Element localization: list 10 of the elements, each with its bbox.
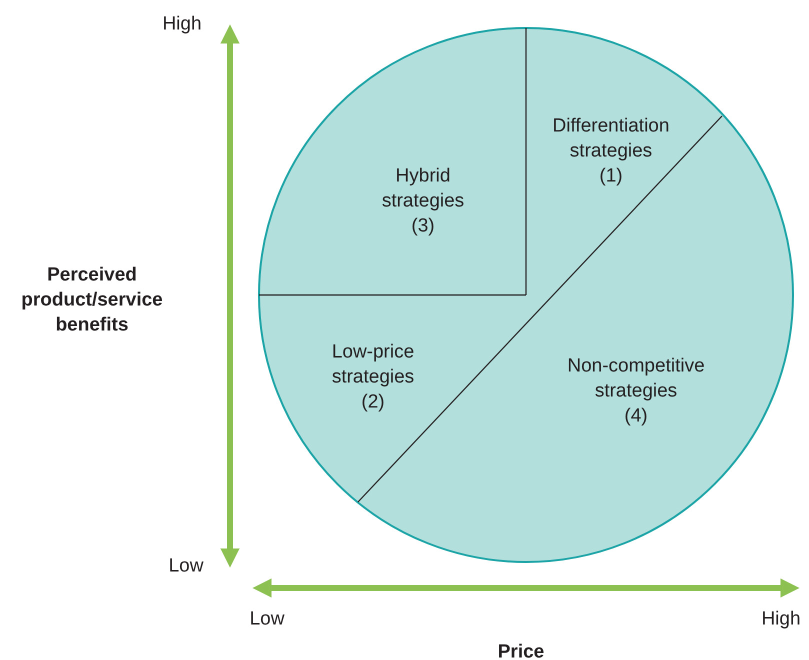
sector-label: Hybrid strategies (3)	[382, 164, 464, 238]
sector-label: Low-price strategies (2)	[332, 340, 414, 414]
axis-title: Perceived product/service benefits	[21, 264, 163, 338]
axis-end-label: Low	[168, 554, 204, 578]
sector-label: Differentiation strategies (1)	[552, 114, 670, 188]
axis-title: Price	[498, 640, 544, 660]
axis-end-label: High	[162, 12, 202, 36]
axis-end-label: High	[761, 608, 801, 632]
axis-end-label: Low	[250, 608, 284, 632]
sector-label: Non-competitive strategies (4)	[567, 354, 705, 428]
